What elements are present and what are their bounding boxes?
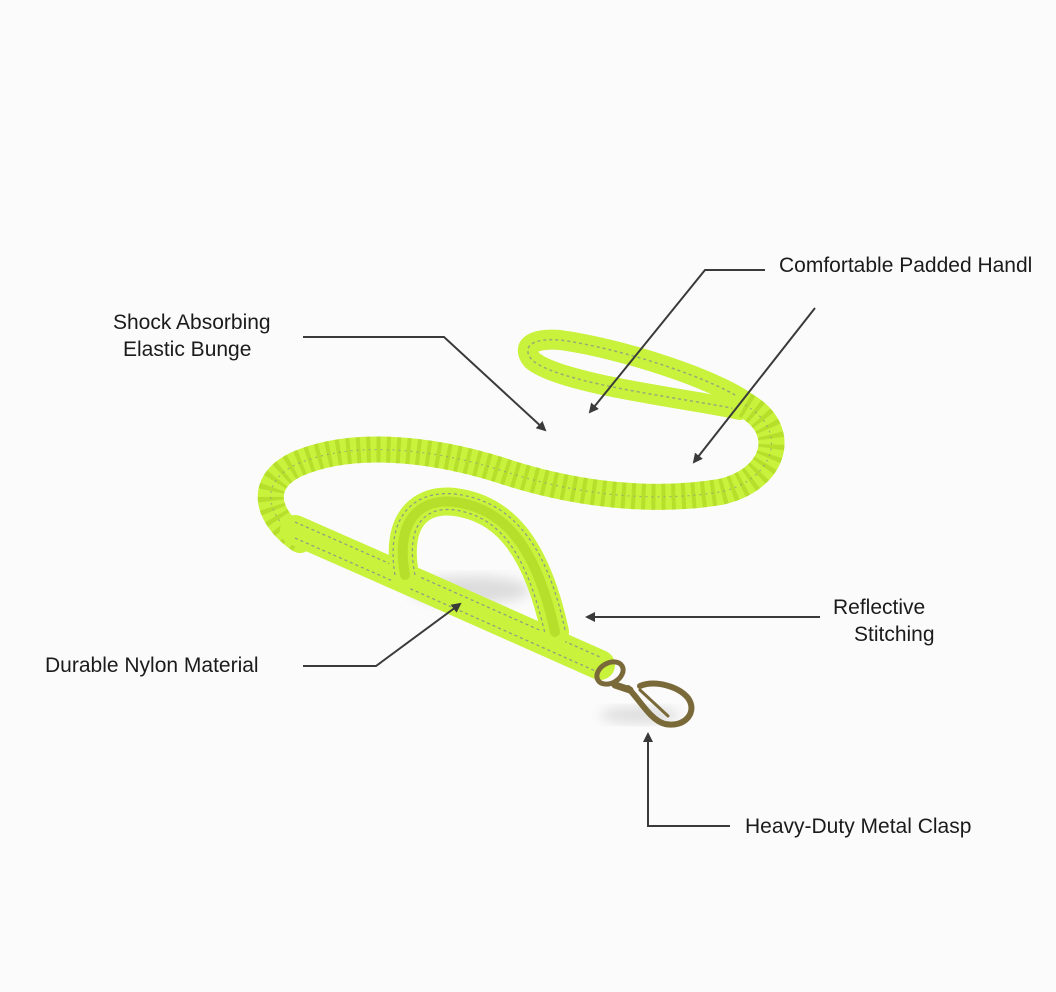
padded-loop-handle (518, 329, 760, 420)
elastic-bungee (257, 392, 785, 553)
label-padded-handle: Comfortable Padded Handl (779, 254, 1033, 277)
pointer-nylon (303, 602, 462, 667)
label-metal-clasp: Heavy-Duty Metal Clasp (745, 815, 972, 838)
annotation-pointers (303, 269, 820, 827)
pointer-bungee (303, 336, 547, 432)
label-nylon-material: Durable Nylon Material (45, 654, 259, 677)
pointer-handle-right (692, 307, 816, 464)
nylon-strap (280, 515, 615, 680)
metal-clasp (594, 659, 695, 728)
pointer-handle-left (588, 269, 765, 414)
label-elastic-bungee: Shock Absorbing Elastic Bunge (113, 311, 271, 361)
pointer-clasp (643, 732, 730, 827)
label-reflective-stitching: Reflective Stitching (833, 596, 935, 646)
traffic-handle (388, 487, 569, 646)
